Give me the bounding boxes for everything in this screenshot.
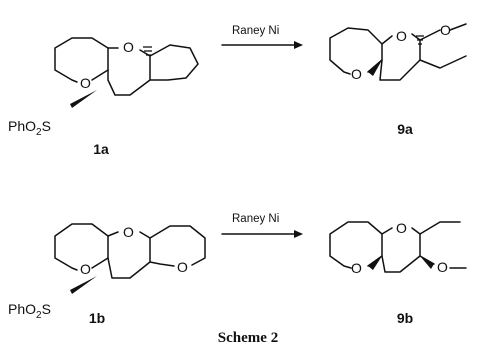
compound-label-1a: 1a [93, 141, 109, 157]
reaction-arrow [221, 41, 303, 49]
oxygen-atom: O [80, 75, 91, 91]
oxygen-atom: O [123, 224, 134, 240]
compound-label-1b: 1b [89, 310, 105, 326]
compound-label-9a: 9a [397, 121, 413, 137]
wedge-bond [368, 256, 382, 270]
oxygen-atom: O [396, 28, 407, 44]
compound-label-9b: 9b [397, 310, 413, 326]
oxygen-atom: O [396, 220, 407, 236]
sulfonyl-label: PhO2S [8, 301, 51, 321]
hashed-bond [416, 35, 424, 45]
reaction-arrow [221, 230, 303, 238]
wedge-bond [70, 276, 97, 294]
reaction-row-1: O O PhO2S 1a Raney Ni O O O 9a [8, 22, 467, 157]
wedge-bond [70, 90, 97, 108]
reactant-1b-structure: O O O PhO2S [8, 223, 206, 321]
reaction-row-2: O O O PhO2S 1b Raney Ni O O O 9b [8, 213, 467, 326]
oxygen-atom: O [351, 260, 362, 276]
oxygen-atom: O [177, 259, 188, 275]
oxygen-atom: O [80, 261, 91, 277]
reagent-label: Raney Ni [232, 213, 279, 225]
reactant-1a-structure: O O PhO2S [8, 37, 199, 138]
product-9a-structure: O O O [329, 22, 467, 82]
reagent-label: Raney Ni [232, 25, 279, 37]
hashed-bond [143, 46, 152, 56]
wedge-bond [420, 256, 434, 269]
product-9b-structure: O O O [329, 220, 467, 276]
oxygen-atom: O [440, 22, 451, 38]
oxygen-atom: O [123, 39, 134, 55]
scheme-caption: Scheme 2 [218, 330, 278, 346]
oxygen-atom: O [351, 66, 362, 82]
wedge-bond [368, 60, 382, 76]
sulfonyl-label: PhO2S [8, 118, 51, 138]
oxygen-atom: O [437, 259, 448, 275]
